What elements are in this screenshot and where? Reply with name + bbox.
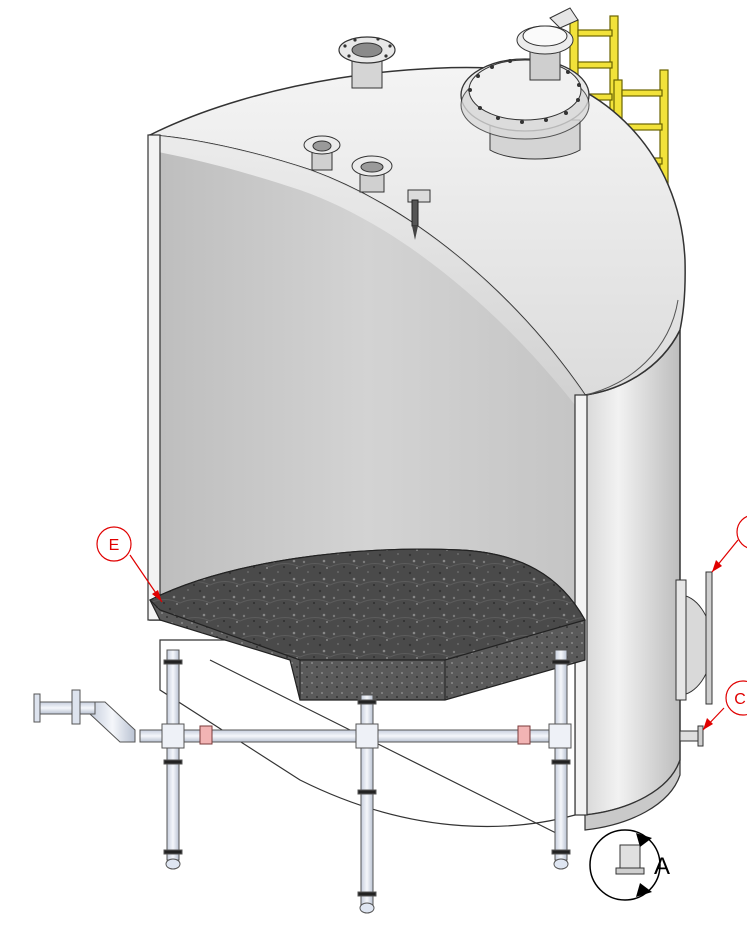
manway-cover-icon xyxy=(460,7,590,160)
callout-c: C xyxy=(702,680,747,731)
flange-nozzle-icon xyxy=(351,155,393,193)
bottom-head-edge xyxy=(209,659,561,836)
bottom-ring xyxy=(584,759,681,831)
sensor-probe-icon xyxy=(407,189,431,240)
flange-nozzle-icon xyxy=(338,36,396,89)
detail-callout-a: A xyxy=(589,829,670,901)
support-bracket-icon xyxy=(615,844,645,875)
media-bed xyxy=(148,548,586,701)
flange-nozzle-icon xyxy=(303,135,341,171)
callout-e-label: E xyxy=(109,537,120,554)
tank-shell-outer xyxy=(584,329,681,816)
side-manway-nozzle xyxy=(675,571,713,705)
callout-c-upper xyxy=(711,515,747,573)
underdrain-piping xyxy=(33,649,572,914)
side-nozzle-small xyxy=(679,725,704,747)
cut-edge-right xyxy=(574,394,588,816)
cut-edge-left xyxy=(147,134,161,621)
dome-knuckle-line xyxy=(584,299,679,396)
callout-c-label: C xyxy=(734,691,746,708)
detail-callout-a-label: A xyxy=(654,853,670,880)
callout-e: E xyxy=(96,526,163,603)
